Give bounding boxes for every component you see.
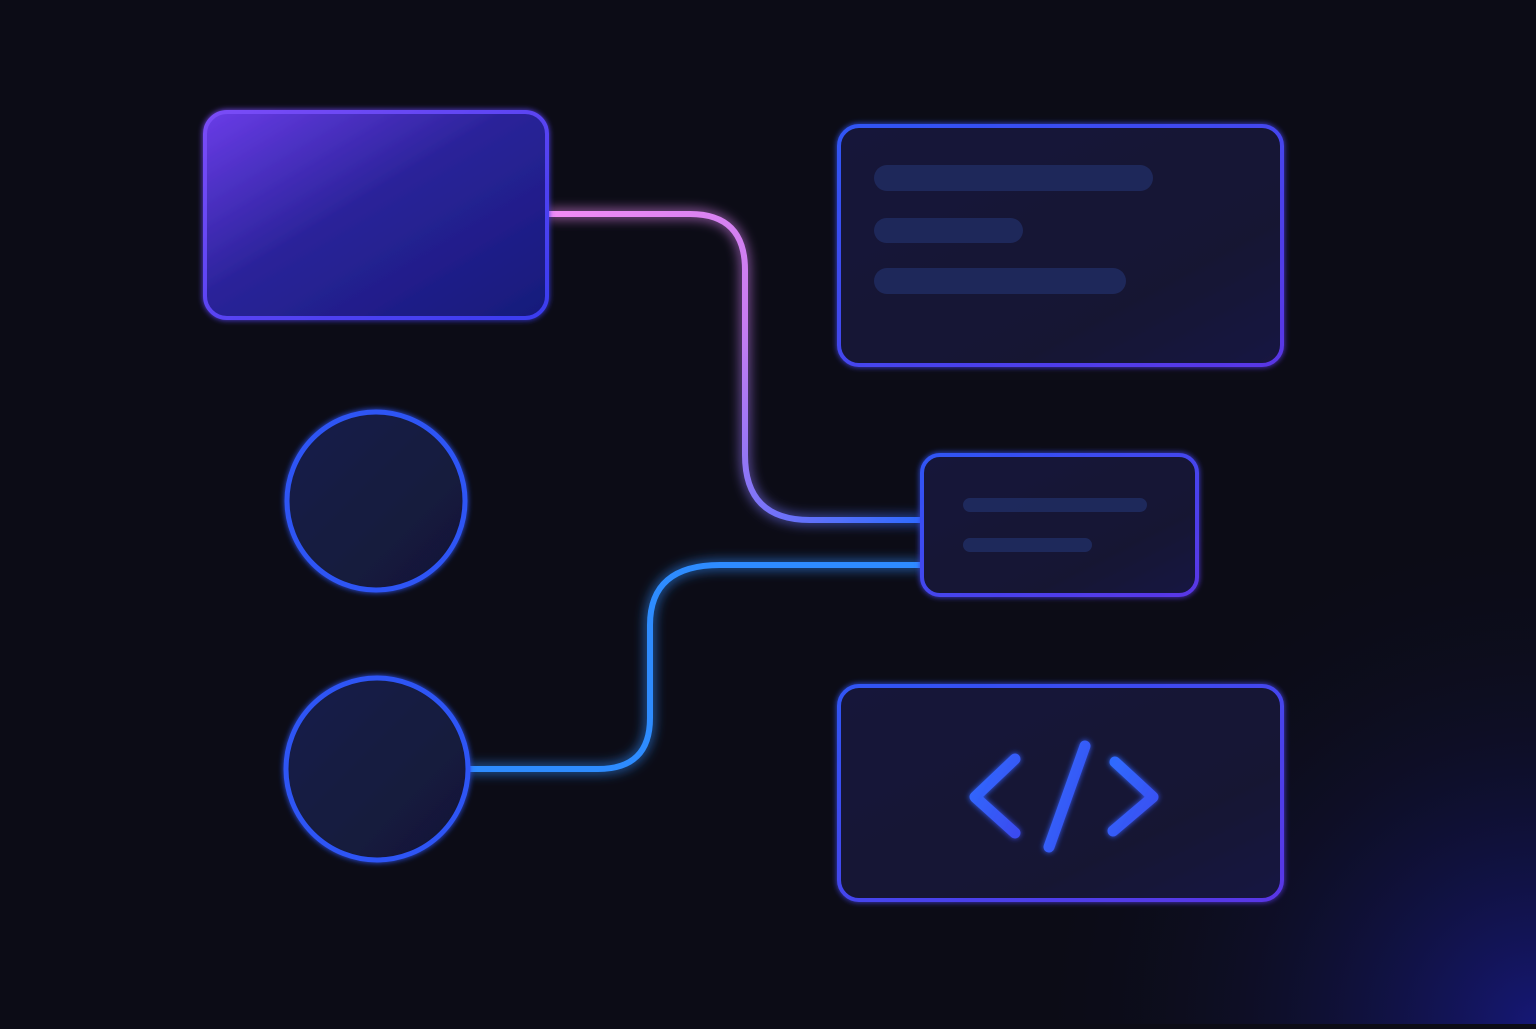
- code-panel: [837, 684, 1284, 902]
- circle-node-bottom: [283, 675, 471, 863]
- code-panel-frame: [837, 684, 1284, 902]
- placeholder-line: [963, 538, 1092, 552]
- code-brackets-icon: [969, 740, 1159, 853]
- placeholder-line: [874, 268, 1126, 294]
- text-panel-top: [837, 124, 1284, 367]
- circle-node-top: [284, 409, 468, 593]
- placeholder-line: [963, 498, 1147, 512]
- connector-header-to-middle-panel: [545, 211, 925, 523]
- placeholder-line: [874, 218, 1023, 243]
- header-block: [203, 110, 549, 320]
- text-panel-middle-frame: [920, 453, 1199, 597]
- connector-circle-bottom-to-middle-panel: [465, 562, 925, 772]
- placeholder-line: [874, 165, 1153, 191]
- text-panel-middle: [920, 453, 1199, 597]
- text-panel-top-frame: [837, 124, 1284, 367]
